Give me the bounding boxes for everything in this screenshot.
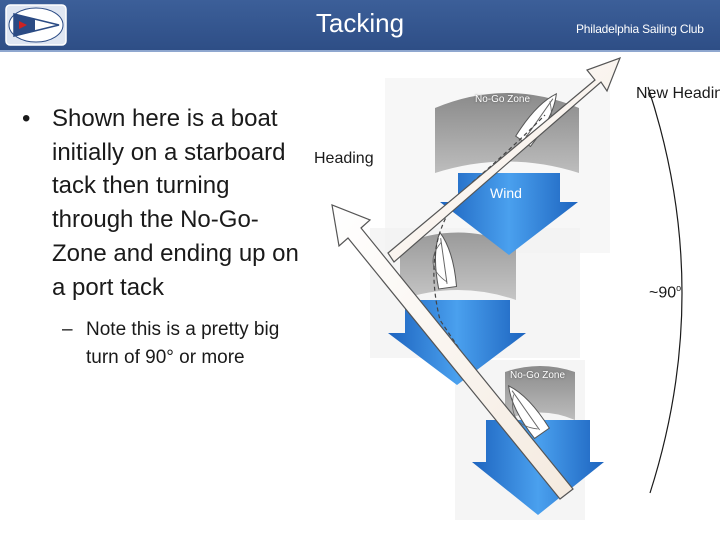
header-divider: [0, 50, 720, 52]
club-burgee-logo: [5, 4, 67, 46]
sub-bullet-marker: –: [62, 319, 73, 341]
heading-label: Heading: [314, 150, 374, 167]
bullet-sub-text: Note this is a pretty big turn of 90° or…: [86, 319, 280, 369]
wind-label: Wind: [490, 185, 522, 201]
header-bar: Tacking Philadelphia Sailing Club: [0, 0, 720, 50]
bullet-main: • Shown here is a boat initially on a st…: [22, 102, 312, 304]
bullet-list: • Shown here is a boat initially on a st…: [22, 102, 312, 372]
bullet-main-text: Shown here is a boat initially on a star…: [52, 105, 299, 301]
bullet-marker: •: [22, 105, 31, 132]
no-go-zone-bottom-label: No-Go Zone: [510, 370, 566, 381]
new-heading-label: New Heading: [636, 85, 720, 102]
no-go-zone-middle: [400, 232, 516, 300]
heading-arrow: [331, 204, 574, 500]
boat-bottom: [508, 384, 550, 440]
angle-label: ~90o: [649, 283, 681, 302]
slide-title: Tacking: [315, 8, 405, 38]
bullet-sub: – Note this is a pretty big turn of 90° …: [22, 316, 312, 372]
angle-value: ~90: [649, 284, 677, 302]
angle-arc: [647, 86, 683, 494]
club-name: Philadelphia Sailing Club: [576, 22, 704, 36]
wind-arrow-top: [440, 173, 578, 255]
angle-unit: o: [676, 283, 682, 293]
new-heading-arrow: [387, 56, 622, 263]
no-go-zone-top-label: No-Go Zone: [475, 94, 531, 105]
